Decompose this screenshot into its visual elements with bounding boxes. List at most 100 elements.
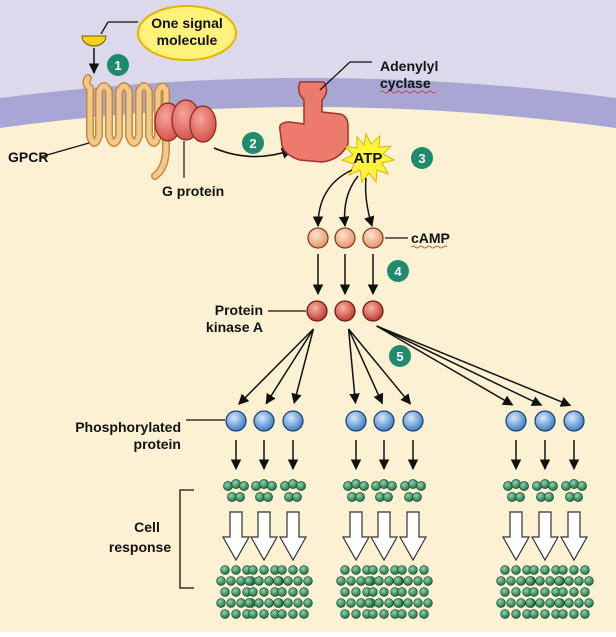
response-dot: [397, 587, 407, 597]
response-dot: [393, 598, 403, 608]
response-dot: [236, 598, 246, 608]
response-dot: [288, 587, 298, 597]
atp-label: ATP: [354, 150, 383, 167]
response-dot: [336, 598, 346, 608]
response-dot: [545, 598, 555, 608]
response-dot: [554, 576, 564, 586]
response-dot: [277, 565, 287, 575]
response-dot: [303, 576, 313, 586]
response-dot: [408, 587, 418, 597]
phosphorylated-protein: [345, 410, 367, 432]
response-dot: [558, 587, 568, 597]
response-dot: [408, 479, 418, 489]
pka-to-protein-arrow: [238, 328, 314, 405]
response-dot: [569, 565, 579, 575]
pka-molecule: [306, 300, 328, 322]
pka-molecule: [334, 300, 356, 322]
response-dot: [346, 598, 356, 608]
phosphorylated-protein: [282, 410, 304, 432]
response-dot: [277, 587, 287, 597]
response-dot: [500, 587, 510, 597]
pka-to-protein-arrow: [265, 328, 315, 405]
response-dot: [263, 492, 273, 502]
response-dot: [535, 576, 545, 586]
adenylyl-cyclase: [278, 81, 349, 163]
response-dot: [359, 481, 369, 491]
step-badge-number: 4: [394, 264, 402, 279]
response-dot: [216, 598, 226, 608]
response-dot: [384, 598, 394, 608]
response-dot: [379, 587, 389, 597]
response-dot: [403, 576, 413, 586]
response-dot: [408, 565, 418, 575]
response-dot: [423, 576, 433, 586]
hollow-down-arrow-icon: [221, 511, 251, 562]
atp-arrow-2: [338, 175, 359, 228]
response-dot: [544, 492, 554, 502]
response-dot: [419, 565, 429, 575]
response-dot: [299, 565, 309, 575]
response-dot: [288, 479, 298, 489]
response-dot: [231, 609, 241, 619]
response-dot: [379, 565, 389, 575]
pka-label-line1: Protein: [215, 302, 263, 318]
response-dot: [288, 565, 298, 575]
response-dot: [511, 565, 521, 575]
response-dot: [273, 598, 283, 608]
response-dot: [400, 481, 410, 491]
response-dot: [244, 598, 254, 608]
starburst-icon: [340, 132, 396, 184]
response-dot: [251, 481, 261, 491]
gpcr-label: GPCR: [8, 149, 48, 165]
phosphorylated-protein: [563, 410, 585, 432]
response-dot: [259, 479, 269, 489]
response-dot: [419, 609, 429, 619]
response-dot: [525, 598, 535, 608]
response-dot: [336, 576, 346, 586]
response-dot: [220, 565, 230, 575]
step-badge: [411, 147, 433, 169]
phosphorylated-protein: [402, 410, 424, 432]
hollow-down-arrow-icon: [369, 511, 399, 562]
camp-molecule: [362, 227, 384, 249]
step-badge: [387, 260, 409, 282]
g-protein-label: G protein: [162, 183, 224, 199]
hollow-down-arrow-icon: [278, 511, 308, 562]
camp-molecule: [307, 227, 329, 249]
response-dot: [379, 609, 389, 619]
response-dot: [351, 479, 361, 489]
phosphorylated-proteins: [225, 410, 585, 432]
response-dot: [296, 481, 306, 491]
response-dot: [577, 481, 587, 491]
response-dot: [511, 479, 521, 489]
cell-response: [216, 440, 594, 619]
response-dot: [500, 565, 510, 575]
pka-to-protein-arrow: [347, 328, 384, 405]
response-dot: [511, 587, 521, 597]
response-dot: [374, 576, 384, 586]
response-dot: [364, 576, 374, 586]
response-dot: [223, 481, 233, 491]
response-dot: [506, 576, 516, 586]
response-dot: [423, 598, 433, 608]
response-dot: [558, 609, 568, 619]
adenylyl-cyclase-label-line1: Adenylyl: [380, 58, 438, 74]
response-dot: [220, 609, 230, 619]
response-dot: [580, 565, 590, 575]
hollow-down-arrow-icon: [559, 511, 589, 562]
response-dot: [254, 576, 264, 586]
response-dot: [259, 565, 269, 575]
response-dot: [397, 609, 407, 619]
response-dot: [500, 609, 510, 619]
response-dot: [293, 576, 303, 586]
response-dot: [368, 587, 378, 597]
atp-arrow-3: [364, 177, 375, 228]
response-dot: [540, 479, 550, 489]
response-dot: [288, 609, 298, 619]
step-badge: [389, 345, 411, 367]
cytoplasm: [0, 107, 616, 632]
response-dot: [584, 598, 594, 608]
response-dot: [231, 565, 241, 575]
